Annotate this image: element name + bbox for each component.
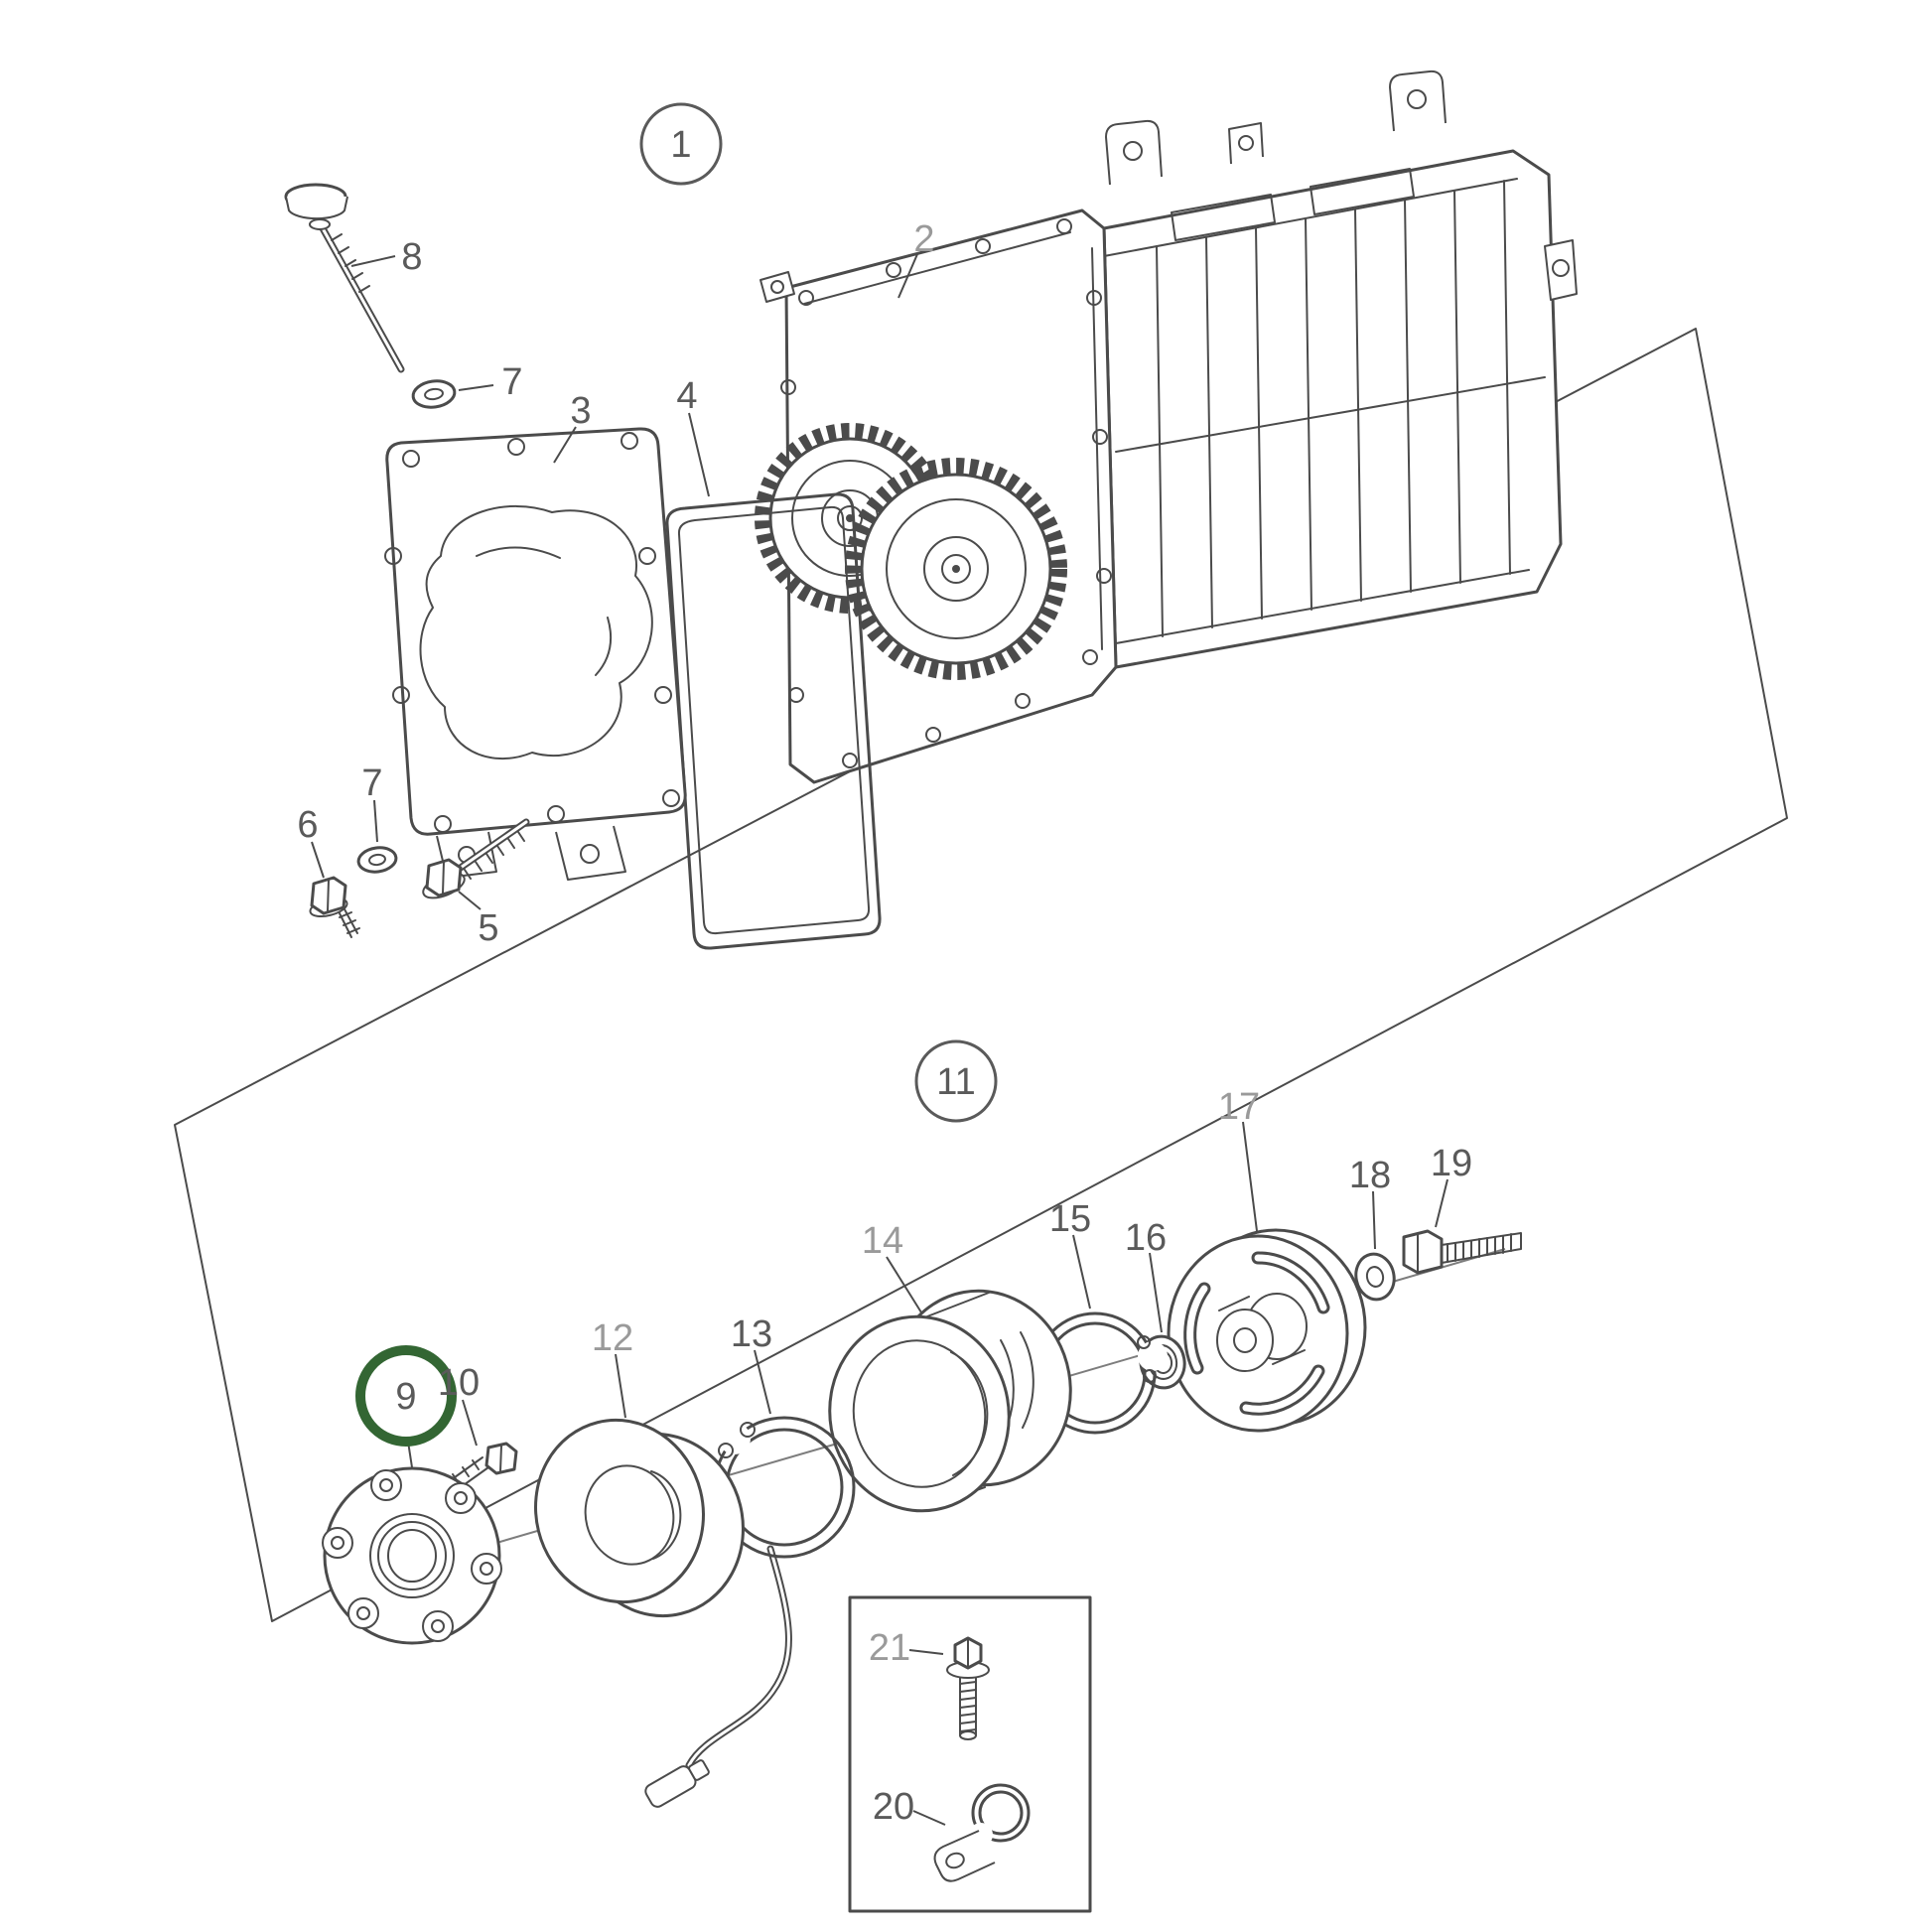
group-marker-circle: [639, 102, 723, 186]
hub-flange-lobes: [322, 1469, 502, 1642]
part-number-label[interactable]: 2: [913, 218, 934, 260]
inset-box: [848, 1595, 1092, 1913]
lower-assembly: [322, 1228, 1522, 1808]
pulley-plate-hub: [1216, 1293, 1308, 1372]
callout-18[interactable]: 18: [1349, 1155, 1391, 1250]
part-number-label[interactable]: 5: [478, 907, 498, 949]
callout-21[interactable]: 21: [869, 1627, 944, 1669]
part-number-label[interactable]: 6: [297, 804, 318, 846]
part-number-label[interactable]: 17: [1218, 1086, 1260, 1128]
callout-20[interactable]: 20: [873, 1786, 946, 1828]
part-number-label[interactable]: 7: [501, 361, 522, 403]
part-number-label[interactable]: 10: [438, 1362, 480, 1404]
callout-leader-line: [688, 412, 710, 497]
part-5-bolt: [422, 818, 530, 899]
part-number-label[interactable]: 1: [670, 124, 691, 166]
part-number-label[interactable]: 7: [361, 762, 382, 804]
part-number-label[interactable]: 11: [936, 1061, 975, 1103]
part-7-washer-upper: [411, 379, 457, 409]
part-17-pulley-plate: [1167, 1228, 1367, 1433]
callout-5[interactable]: 5: [458, 891, 499, 949]
callout-leader-line: [553, 426, 577, 464]
callout-16[interactable]: 16: [1125, 1217, 1167, 1333]
callout-leader-line: [1149, 1252, 1163, 1333]
housing-top-bracket-right: [1389, 69, 1447, 132]
callout-3[interactable]: 3: [553, 390, 592, 464]
part-number-label[interactable]: 15: [1049, 1198, 1091, 1240]
cable-connector: [644, 1759, 710, 1808]
part-6-bolt: [309, 876, 360, 938]
callout-leader-line: [1072, 1234, 1091, 1310]
callout-19[interactable]: 19: [1431, 1143, 1472, 1228]
callout-leader-line: [908, 1649, 944, 1655]
part-19-bolt: [1402, 1229, 1522, 1275]
callout-leader-line: [754, 1349, 771, 1415]
callout-14[interactable]: 14: [862, 1220, 922, 1313]
callout-6[interactable]: 6: [297, 804, 325, 879]
callout-leader-line: [615, 1353, 626, 1419]
part-20-clamp: [933, 1783, 1031, 1882]
part-number-label[interactable]: 19: [1431, 1143, 1472, 1184]
callout-leader-line: [897, 253, 918, 299]
upper-assembly: [284, 69, 1578, 950]
gear-large: [845, 458, 1067, 680]
housing-rear-bracket: [1228, 122, 1264, 165]
callout-12[interactable]: 12: [592, 1317, 633, 1419]
callout-17[interactable]: 17: [1218, 1086, 1260, 1232]
part-8-oil-plug: [284, 183, 405, 373]
callout-13[interactable]: 13: [731, 1313, 772, 1415]
callout-9[interactable]: 9: [355, 1345, 457, 1468]
callout-leader-line: [373, 799, 378, 843]
callout-2[interactable]: 2: [897, 218, 935, 299]
housing-side-tab: [1544, 239, 1578, 301]
part-2-supercharger-housing: [755, 69, 1578, 784]
callout-leader-line: [311, 841, 325, 879]
callout-leader-line: [1435, 1178, 1449, 1228]
part-18-washer: [1354, 1252, 1396, 1302]
part-number-label[interactable]: 21: [869, 1627, 910, 1669]
callout-leader-line: [912, 1810, 946, 1826]
callout-15[interactable]: 15: [1049, 1198, 1091, 1310]
part-number-label[interactable]: 14: [862, 1220, 903, 1262]
callout-11[interactable]: 11: [914, 1039, 998, 1123]
callout-leader-line: [462, 1399, 478, 1447]
housing-top-bracket-left: [1105, 119, 1163, 186]
part-4-gasket: [665, 492, 882, 950]
callout-1[interactable]: 1: [639, 102, 723, 186]
plate-top-ear: [759, 271, 795, 303]
highlight-circle: [355, 1345, 457, 1447]
part-number-label[interactable]: 18: [1349, 1155, 1391, 1196]
callout-leader-line: [350, 255, 396, 267]
part-21-bolt: [946, 1636, 990, 1740]
part-number-label[interactable]: 13: [731, 1313, 772, 1355]
part-14-clutch-drum: [828, 1289, 1072, 1513]
callout-4[interactable]: 4: [676, 375, 710, 497]
part-number-label[interactable]: 3: [570, 390, 591, 432]
part-number-label[interactable]: 9: [395, 1376, 416, 1418]
part-12-clutch-coil: [534, 1418, 745, 1618]
part-9-hub-flange: [322, 1466, 502, 1645]
callout-leader-line: [1372, 1190, 1376, 1250]
part-number-label[interactable]: 20: [873, 1786, 914, 1828]
coil-cable: [644, 1545, 792, 1808]
callout-7[interactable]: 7: [361, 762, 383, 843]
perspective-plane: [174, 328, 1788, 1622]
part-number-label[interactable]: 16: [1125, 1217, 1167, 1259]
part-number-label[interactable]: 8: [401, 236, 422, 278]
callout-leader-line: [1242, 1121, 1258, 1232]
group-marker-circle: [914, 1039, 998, 1123]
part-3-cover: [384, 427, 687, 881]
callout-leader-line: [458, 384, 494, 391]
callout-leader-line: [886, 1256, 922, 1313]
callout-10[interactable]: 10: [438, 1362, 480, 1447]
part-number-label[interactable]: 4: [676, 375, 697, 417]
callout-7[interactable]: 7: [458, 361, 523, 403]
part-7-washer-lower: [356, 846, 398, 874]
callout-8[interactable]: 8: [350, 236, 423, 278]
part-number-label[interactable]: 12: [592, 1317, 633, 1359]
callout-leader-line: [458, 891, 482, 910]
